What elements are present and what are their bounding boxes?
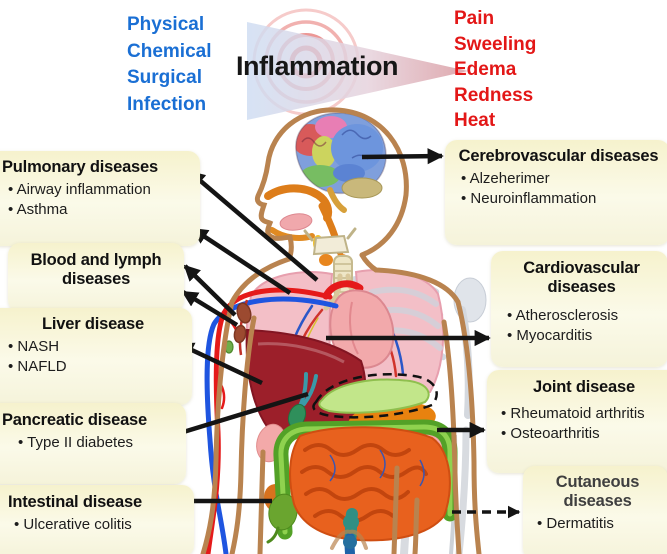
- cause-item: Infection: [127, 93, 207, 115]
- box-items: Rheumatoid arthritis Osteoarthritis: [495, 404, 667, 444]
- symptoms-list: Pain Sweeling Edema Redness Heat: [454, 6, 536, 134]
- inflammation-title: Inflammation: [236, 51, 399, 81]
- box-item: Osteoarthritis: [501, 424, 667, 444]
- causes-list: Physical Chemical Surgical Infection: [127, 12, 211, 118]
- cause-item: Surgical: [127, 67, 202, 88]
- arrow-lymph-to-blood: [183, 264, 237, 317]
- box-title: Liver disease: [42, 315, 144, 333]
- small-intestine-illustration: [289, 426, 451, 542]
- connector-arrows: [165, 148, 521, 519]
- arrow-lung-to-pulmonary: [191, 227, 292, 295]
- box-item: Neuroinflammation: [461, 189, 662, 209]
- cardiovascular-diseases-box: Cardiovascular diseases Atherosclerosis …: [491, 251, 667, 367]
- box-items: Ulcerative colitis: [8, 515, 188, 535]
- box-item: Airway inflammation: [8, 180, 192, 200]
- cerebrovascular-diseases-box: Cerebrovascular diseases Alzeherimer Neu…: [445, 140, 667, 245]
- pancreas-illustration: [312, 373, 438, 419]
- box-item: NAFLD: [8, 357, 184, 377]
- box-item: Alzeherimer: [461, 169, 662, 189]
- joint-disease-box: Joint disease Rheumatoid arthritis Osteo…: [487, 370, 667, 473]
- cause-item: Chemical: [127, 40, 212, 62]
- box-items: Type II diabetes: [2, 433, 180, 453]
- cutaneous-diseases-box: Cutaneous diseases Dermatitis: [523, 466, 667, 554]
- box-title: Intestinal disease: [8, 493, 142, 511]
- arrow-pancreas-to-pancreatic: [165, 391, 309, 441]
- box-title: Joint disease: [533, 378, 635, 396]
- pulmonary-diseases-box: Pulmonary diseases Airway inflammation A…: [0, 151, 200, 246]
- direction-arrow-graphic: [247, 22, 468, 120]
- box-items: NASH NAFLD: [2, 337, 184, 377]
- box-item: NASH: [8, 337, 184, 357]
- box-items: Alzeherimer Neuroinflammation: [455, 169, 662, 209]
- symptom-item: Edema: [454, 59, 517, 81]
- symptom-item: Redness: [454, 84, 534, 106]
- box-items: Airway inflammation Asthma: [2, 180, 192, 220]
- cause-item: Physical: [127, 14, 205, 35]
- pancreatic-disease-box: Pancreatic disease Type II diabetes: [0, 403, 186, 484]
- box-item: Rheumatoid arthritis: [501, 404, 667, 424]
- box-title: Cutaneous diseases: [555, 473, 640, 510]
- human-body-illustration: [200, 107, 487, 554]
- box-item: Type II diabetes: [18, 433, 180, 453]
- box-item: Atherosclerosis: [507, 306, 662, 326]
- arrow-liver-to-liverbox: [177, 341, 263, 386]
- arrow-trachea-to-pulmonary: [188, 170, 319, 282]
- arrow-brain-to-cerebrovascular: [361, 148, 444, 165]
- box-item: Asthma: [8, 200, 192, 220]
- lymph-nodes-illustration: [224, 299, 252, 356]
- box-item: Dermatitis: [537, 514, 664, 534]
- symptom-item: Pain: [454, 8, 495, 29]
- box-title: Cardiovascular diseases: [523, 259, 640, 296]
- rectum-illustration: [343, 508, 359, 554]
- intestinal-disease-box: Intestinal disease Ulcerative colitis: [0, 485, 194, 554]
- arrow-node-to-blood: [181, 290, 239, 327]
- gallbladder-illustration: [287, 372, 318, 429]
- box-item: Ulcerative colitis: [14, 515, 188, 535]
- box-title: Pulmonary diseases: [2, 158, 158, 176]
- liver-disease-box: Liver disease NASH NAFLD: [0, 308, 192, 405]
- box-items: Dermatitis: [531, 514, 664, 534]
- box-items: Atherosclerosis Myocarditis: [501, 306, 662, 346]
- box-title: Blood and lymph diseases: [30, 251, 162, 288]
- symptom-item: Sweeling: [454, 33, 537, 55]
- box-title: Cerebrovascular diseases: [458, 147, 659, 165]
- symptom-item: Heat: [454, 110, 496, 132]
- box-item: Myocarditis: [507, 326, 662, 346]
- blood-lymph-diseases-box: Blood and lymph diseases: [8, 243, 184, 312]
- brain-illustration: [295, 112, 387, 213]
- box-title: Pancreatic disease: [2, 411, 147, 429]
